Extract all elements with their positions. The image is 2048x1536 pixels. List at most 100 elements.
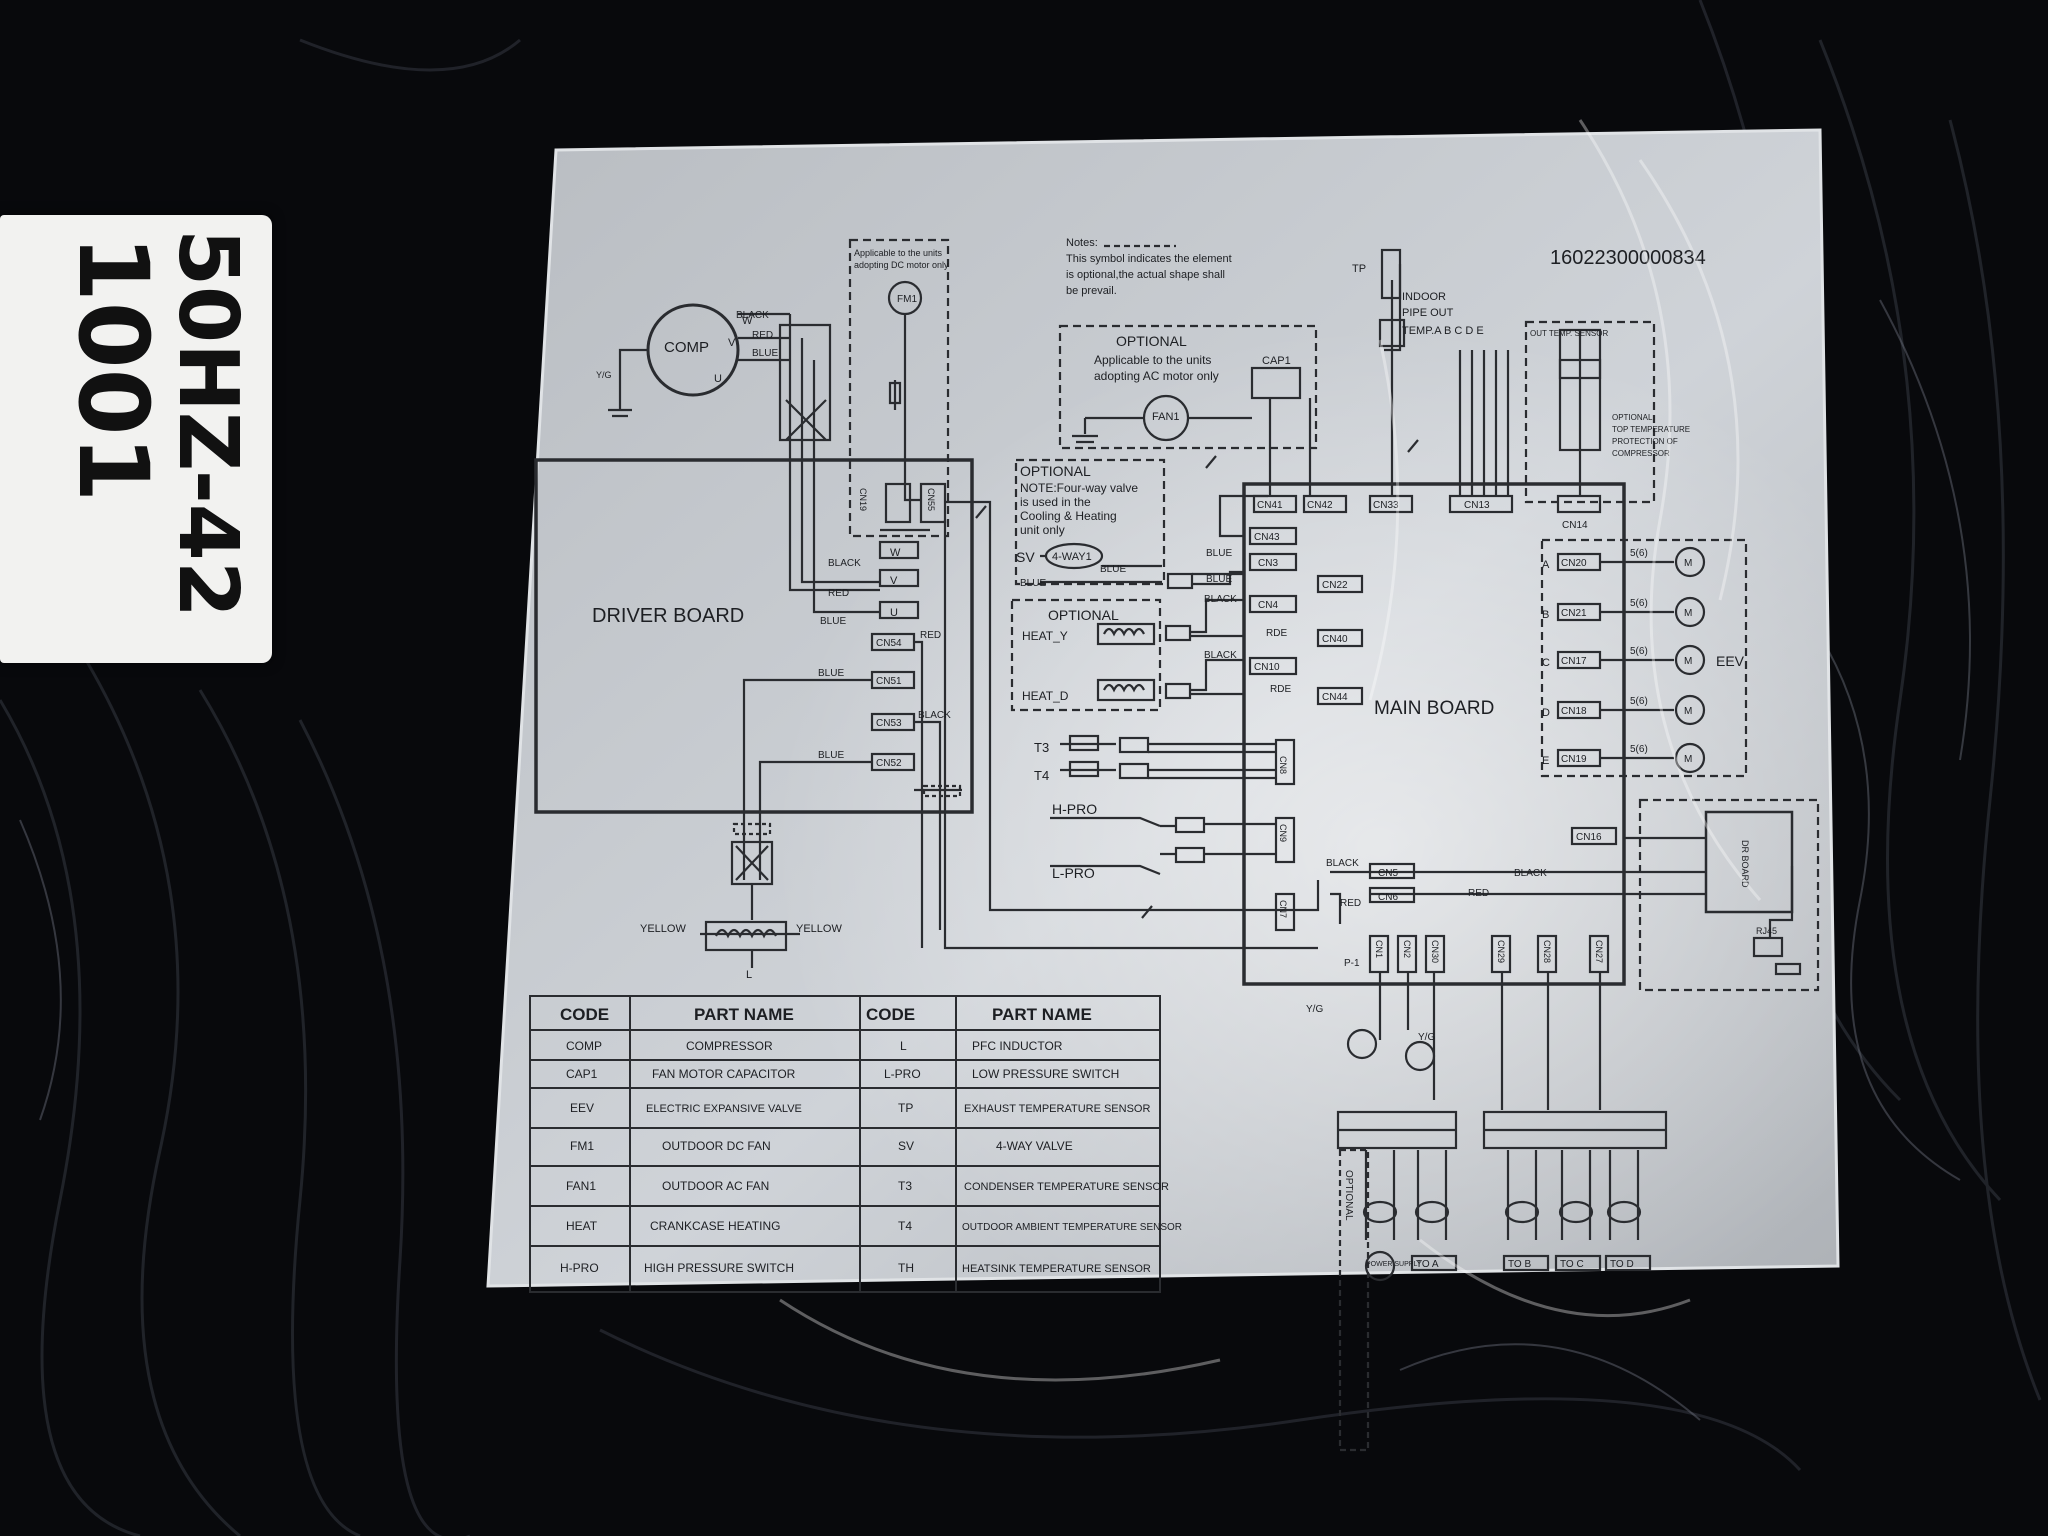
wire-black-drv: BLACK (828, 558, 861, 569)
p1-label: P-1 (1344, 958, 1360, 969)
table-row7-name1: HIGH PRESSURE SWITCH (644, 1261, 794, 1275)
notes-line3: be prevail. (1066, 285, 1117, 297)
wire-blue-cn52: BLUE (818, 750, 844, 761)
indoor-pipe-line3: TEMP.A B C D E (1402, 325, 1484, 337)
wire-black-top: BLACK (736, 310, 769, 321)
t4-label: T4 (1034, 768, 1049, 783)
cn2-label: CN2 (1402, 940, 1412, 958)
main-board-label: MAIN BOARD (1374, 698, 1494, 719)
plastic-wrap-reflections (779, 119, 1762, 1382)
cn44-label: CN44 (1322, 692, 1348, 703)
dr-board-outline (1704, 810, 1794, 914)
eev-wire-c: 5(6) (1630, 646, 1648, 657)
parts-table (529, 995, 1161, 1293)
comp-label: COMP (664, 339, 709, 356)
optional-4way-title: OPTIONAL (1020, 463, 1091, 479)
table-row1-code1: COMP (566, 1039, 602, 1053)
terminal-v: V (890, 575, 898, 587)
cn29-label: CN29 (1496, 940, 1506, 963)
notes-line2: is optional,the actual shape shall (1066, 269, 1225, 281)
handwritten-label-card: 1001 50HZ-42 (0, 215, 272, 663)
cn1-label: CN1 (1374, 940, 1384, 958)
cn19-label: CN19 (858, 488, 868, 511)
table-row6-name2: OUTDOOR AMBIENT TEMPERATURE SENSOR (962, 1222, 1182, 1233)
optional-ac-line1: Applicable to the units (1094, 353, 1211, 367)
eev-letter-c: C (1542, 657, 1550, 669)
handwritten-line2: 50HZ-42 (160, 229, 255, 618)
table-header-name-2: PART NAME (992, 1005, 1092, 1024)
wire-blue-top: BLUE (752, 348, 778, 359)
table-row4-name2: 4-WAY VALVE (996, 1139, 1073, 1153)
cn14-label: CN14 (1562, 520, 1588, 531)
table-header-code-2: CODE (866, 1005, 915, 1024)
eev-letter-b: B (1542, 609, 1549, 621)
cn53-label: CN53 (876, 718, 902, 729)
inductor-l-label: L (746, 969, 752, 981)
table-row3-name1: ELECTRIC EXPANSIVE VALVE (646, 1103, 802, 1115)
wire-yellow-right: YELLOW (796, 923, 842, 935)
table-row5-name1: OUTDOOR AC FAN (662, 1179, 769, 1193)
wire-blue-4way-d: BLUE (1206, 574, 1232, 585)
optional-ac-line2: adopting AC motor only (1094, 369, 1219, 383)
serial-number: 16022300000834 (1550, 247, 1706, 269)
notes-line1: This symbol indicates the element (1066, 253, 1232, 265)
table-row6-code2: T4 (898, 1219, 912, 1233)
yg-bottom-b: Y/G (1418, 1032, 1435, 1043)
table-row4-code2: SV (898, 1139, 914, 1153)
wire-yellow-left: YELLOW (640, 923, 686, 935)
table-row2-code1: CAP1 (566, 1067, 598, 1081)
terminal-w: W (890, 547, 901, 559)
optional-ac-title: OPTIONAL (1116, 333, 1187, 349)
terminal-to-b: TO B (1508, 1259, 1531, 1270)
cap1-label: CAP1 (1262, 355, 1291, 367)
cn10-label: CN10 (1254, 662, 1280, 673)
top-temp-line1: OPTIONAL (1612, 413, 1653, 422)
optional-4way-line1: NOTE:Four-way valve (1020, 481, 1138, 495)
terminal-u: U (890, 607, 898, 619)
terminal-to-a: TO A (1416, 1259, 1439, 1270)
table-row1-name2: PFC INDUCTOR (972, 1039, 1063, 1053)
top-temp-line2: TOP TEMPERATURE (1612, 425, 1690, 434)
table-row3-code2: TP (898, 1101, 913, 1115)
hpro-label: H-PRO (1052, 801, 1097, 817)
table-row7-name2: HEATSINK TEMPERATURE SENSOR (962, 1263, 1151, 1275)
wire-black-heat-d: BLACK (1204, 650, 1237, 661)
dc-note-line2: adopting DC motor only (854, 260, 949, 270)
cn54-label: CN54 (876, 638, 902, 649)
table-row2-name2: LOW PRESSURE SWITCH (972, 1067, 1119, 1081)
cn51-label: CN51 (876, 676, 902, 687)
driver-board-label: DRIVER BOARD (592, 605, 744, 627)
terminal-v-top: V (728, 337, 736, 349)
wire-red-drv: RED (828, 588, 849, 599)
eev-letter-a: A (1542, 559, 1550, 571)
cn17-label: CN17 (1561, 656, 1587, 667)
handwritten-line1: 1001 (57, 235, 169, 502)
cn5-label: CN5 (1378, 868, 1398, 879)
eev-connectors (1556, 546, 1706, 774)
cn52-label: CN52 (876, 758, 902, 769)
cn33-label: CN33 (1373, 500, 1399, 511)
table-row3-code1: EEV (570, 1101, 594, 1115)
wire-red-cn6: RED (1340, 898, 1361, 909)
eev-wire-b: 5(6) (1630, 598, 1648, 609)
eev-wire-d: 5(6) (1630, 696, 1648, 707)
cn13-label: CN13 (1464, 500, 1490, 511)
heat-d-label: HEAT_D (1022, 689, 1069, 703)
eev-motor-a: M (1684, 558, 1692, 569)
table-row1-code2: L (900, 1039, 907, 1053)
dr-board-label: DR BOARD (1740, 840, 1750, 888)
wire-blue-drv: BLUE (820, 616, 846, 627)
wire-red-top: RED (752, 330, 773, 341)
table-header-name-1: PART NAME (694, 1005, 794, 1024)
top-temp-line3: PROTECTION OF (1612, 437, 1678, 446)
table-row7-code2: TH (898, 1261, 914, 1275)
cn20-label: CN20 (1561, 558, 1587, 569)
cn4-label: CN4 (1258, 600, 1278, 611)
eev-wire-a: 5(6) (1630, 548, 1648, 559)
tp-label: TP (1352, 263, 1366, 275)
terminal-w-top: W (742, 315, 753, 327)
lpro-label: L-PRO (1052, 865, 1095, 881)
